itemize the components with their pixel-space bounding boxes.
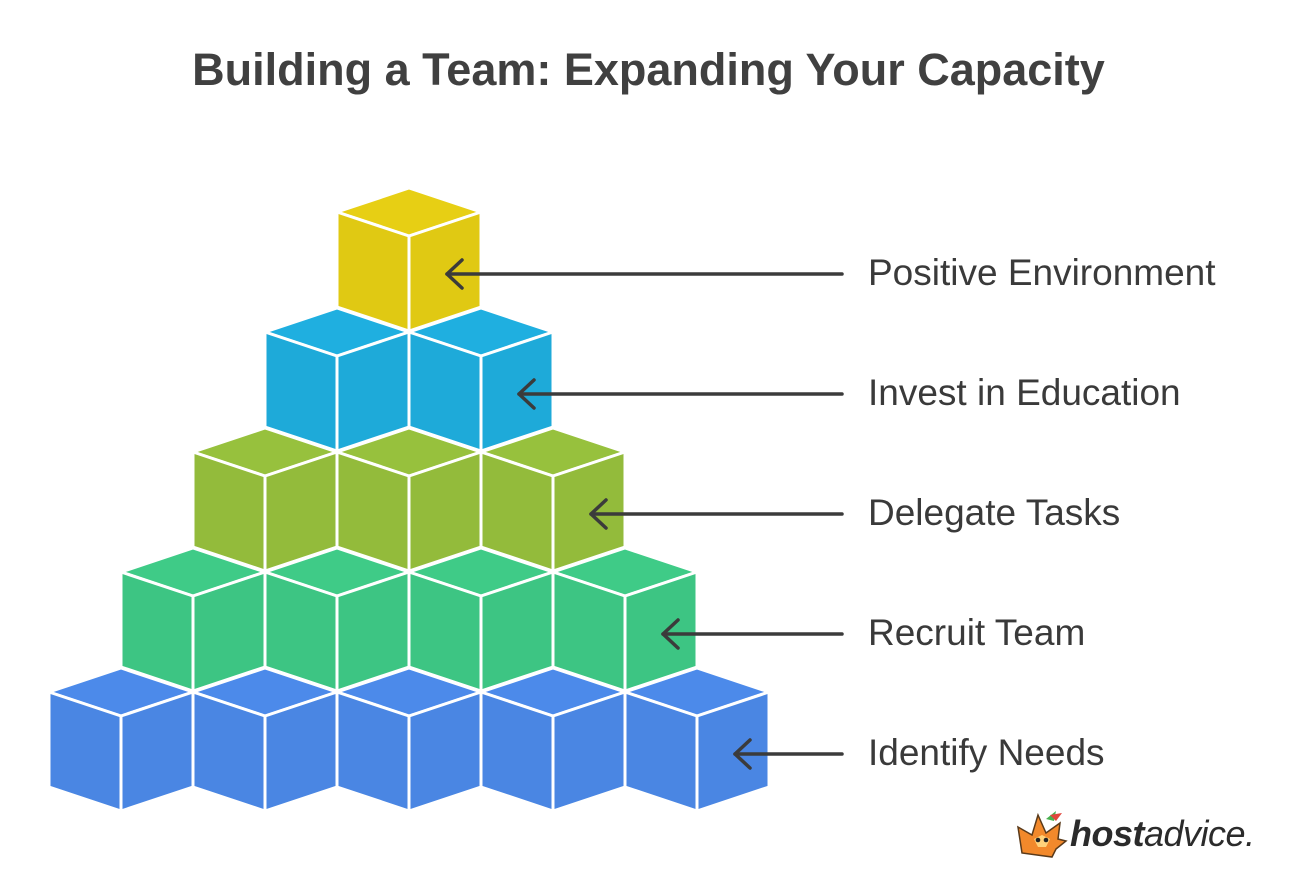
- pointer-arrow-icon: [445, 258, 844, 290]
- cube-tier-3: [335, 426, 483, 573]
- cube-tier-5: [47, 666, 195, 813]
- cube-tier-4: [119, 546, 267, 693]
- cube-tier-3: [479, 426, 627, 573]
- cube-tier-1: [335, 186, 483, 333]
- cube-tier-2: [407, 306, 555, 453]
- tier-label-identify-needs: Identify Needs: [868, 732, 1105, 773]
- cube-tier-4: [407, 546, 555, 693]
- page-title: Building a Team: Expanding Your Capacity: [192, 44, 1105, 95]
- cube-tier-3: [191, 426, 339, 573]
- tier-label-recruit-team: Recruit Team: [868, 612, 1086, 653]
- cube-tier-5: [623, 666, 771, 813]
- hostadvice-brand: hostadvice.: [1012, 806, 1255, 862]
- cube-tier-5: [479, 666, 627, 813]
- pointer-arrow-icon: [733, 738, 844, 770]
- cube-tier-5: [335, 666, 483, 813]
- brand-host: host: [1070, 813, 1145, 854]
- brand-advice: advice.: [1144, 813, 1255, 854]
- tier-label-invest-in-education: Invest in Education: [868, 372, 1181, 413]
- tier-label-delegate-tasks: Delegate Tasks: [868, 492, 1121, 533]
- fox-logo-icon: [1017, 811, 1068, 858]
- cube-tier-4: [263, 546, 411, 693]
- pointer-arrow-icon: [589, 498, 844, 530]
- cube-right-face: [695, 690, 771, 813]
- cube-tier-4: [551, 546, 699, 693]
- cube-tier-5: [191, 666, 339, 813]
- brand-wordmark: hostadvice.: [1070, 813, 1255, 855]
- cube-tier-2: [263, 306, 411, 453]
- pointer-arrow-icon: [517, 378, 844, 410]
- tier-label-positive-environment: Positive Environment: [868, 252, 1216, 293]
- pointer-arrow-icon: [661, 618, 844, 650]
